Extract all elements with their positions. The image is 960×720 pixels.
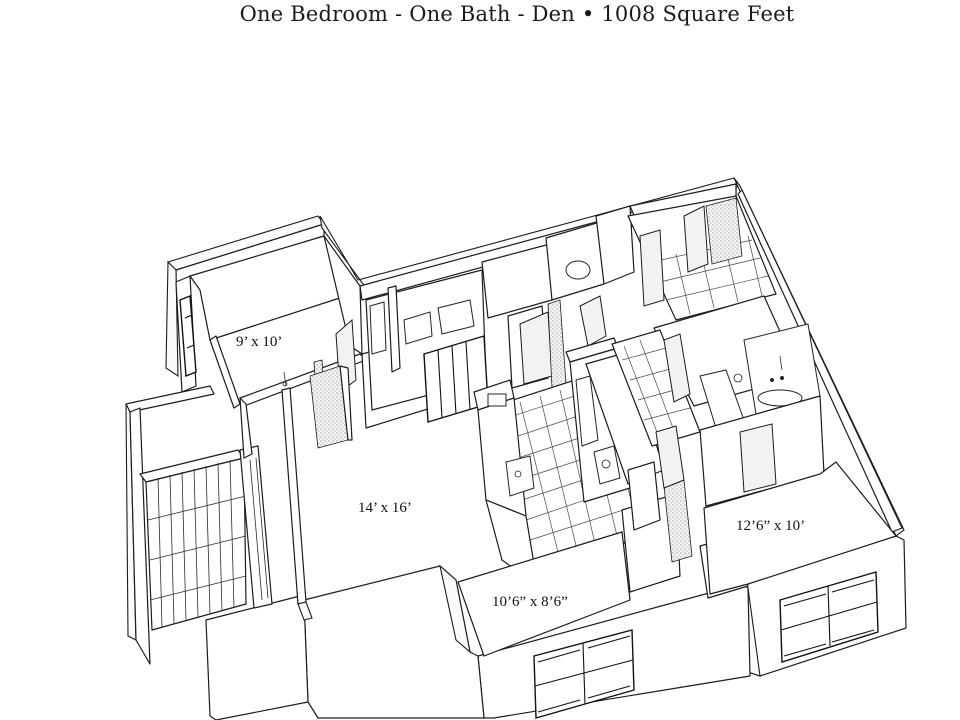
back-closets — [365, 183, 737, 423]
room-label-living: 14’ x 16’ — [358, 500, 412, 516]
front-windows — [533, 571, 879, 719]
room-label-den: 9’ x 10’ — [236, 334, 282, 350]
balcony-railing — [139, 445, 273, 631]
bath-area — [611, 195, 825, 507]
bedroom: 12’6” x 10’ — [703, 461, 897, 595]
plan-title: One Bedroom - One Bath - Den • 1008 Squa… — [239, 2, 795, 26]
den: 9’ x 10’ — [179, 235, 367, 425]
room-label-bedroom: 12’6” x 10’ — [736, 518, 805, 534]
room-label-kitchen: 10’6” x 8’6” — [492, 594, 568, 610]
kitchen — [473, 337, 665, 571]
